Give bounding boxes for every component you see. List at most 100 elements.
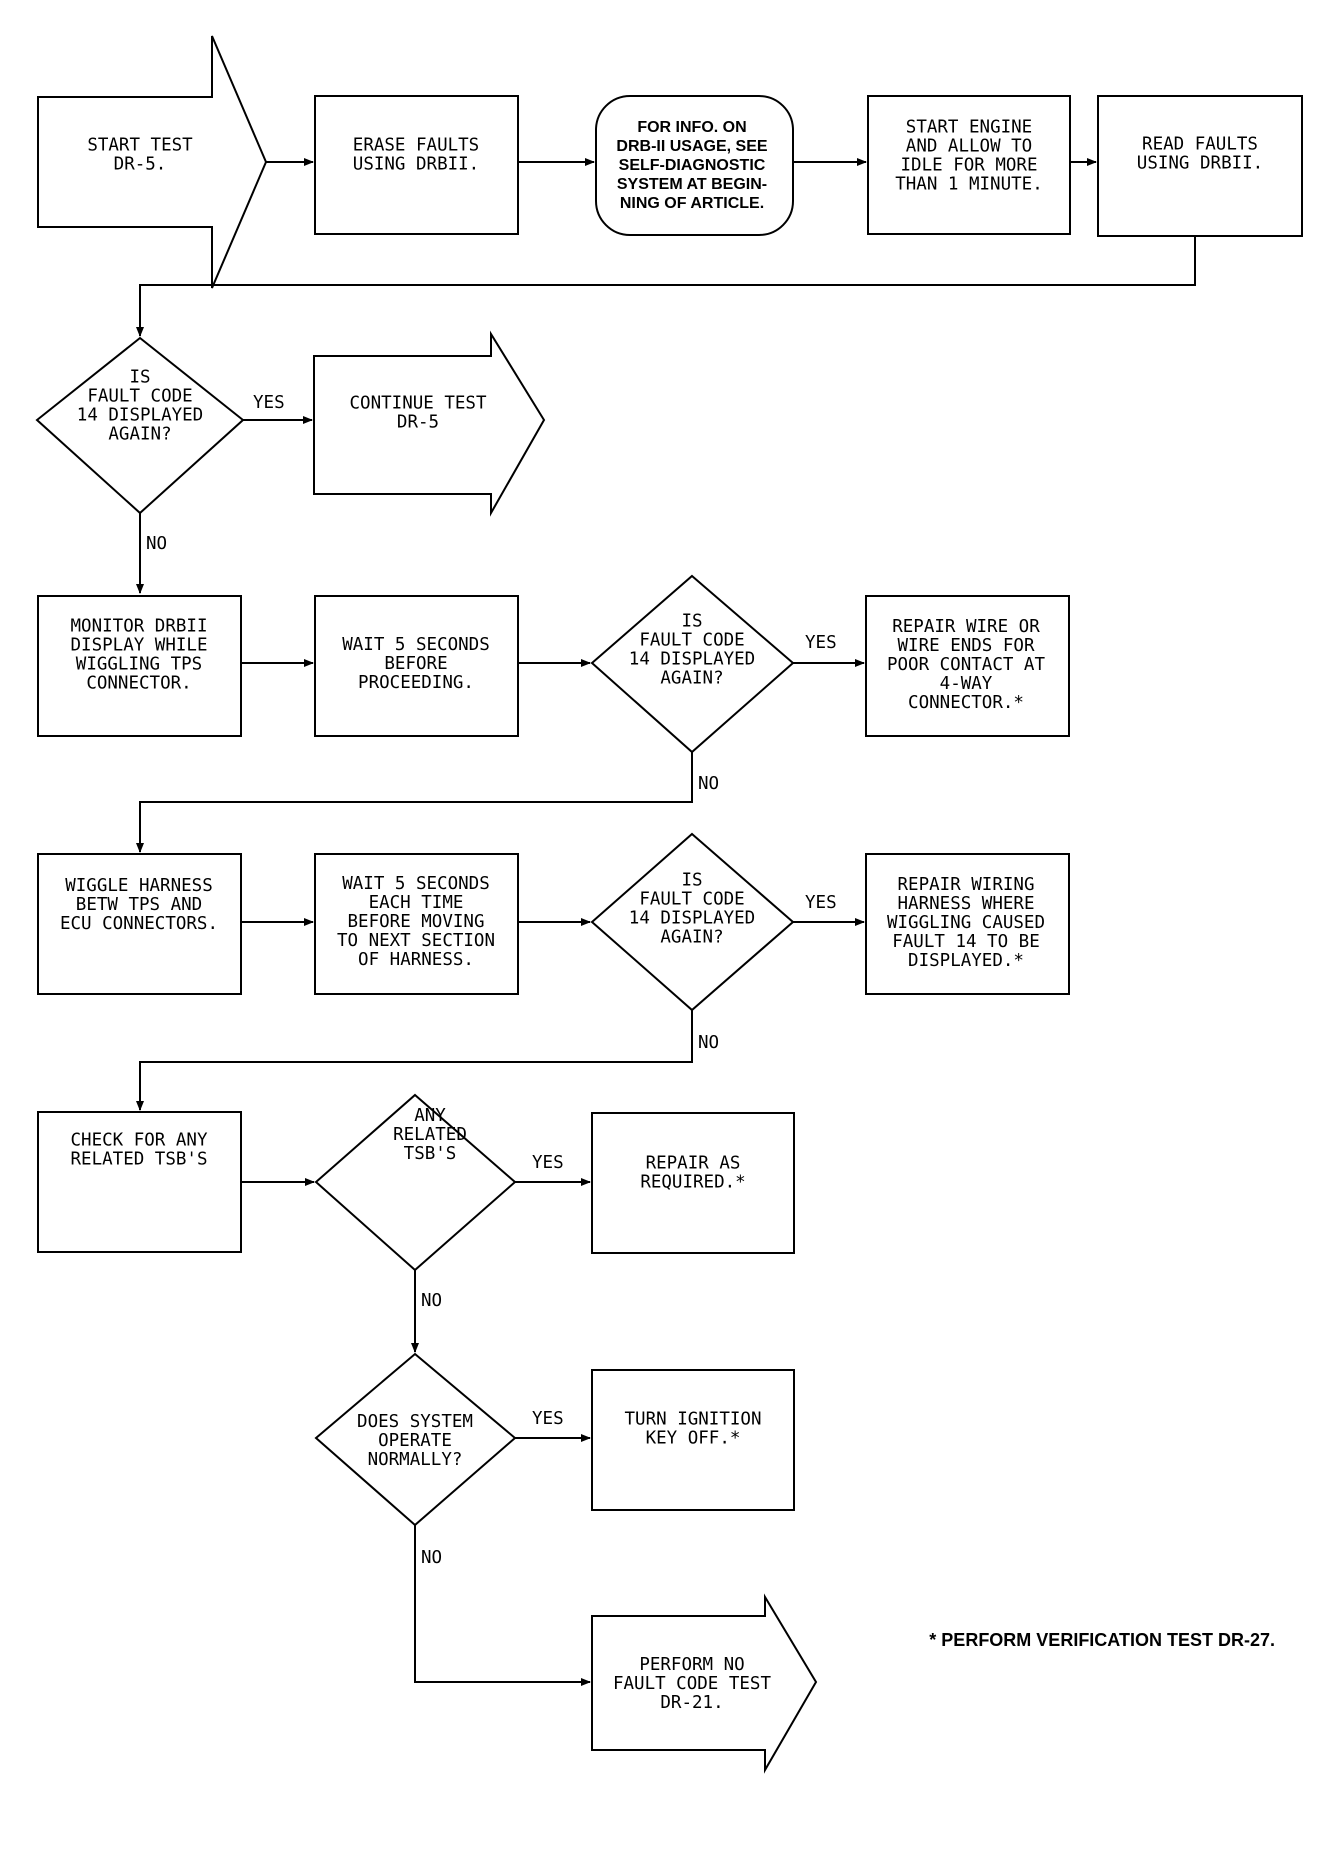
label-line: READ FAULTS: [1142, 135, 1258, 155]
label-line: FAULT CODE: [639, 890, 744, 910]
label-line: DR-5: [397, 413, 439, 433]
label-line: START TEST: [87, 136, 193, 156]
label-line: EACH TIME: [369, 893, 464, 913]
label-line: SELF-DIAGNOSTIC: [619, 157, 766, 174]
label-line: CONNECTOR.*: [908, 693, 1024, 713]
edge-decision2-no: [136, 752, 693, 853]
label-line: BEFORE MOVING: [348, 912, 485, 932]
label-line: USING DRBII.: [353, 155, 479, 175]
label-line: START ENGINE: [906, 118, 1032, 138]
label-line: DR-21.: [660, 1693, 723, 1713]
label-line: PROCEEDING.: [358, 673, 474, 693]
label-line: PERFORM NO: [639, 1655, 744, 1675]
label-line: ANY: [414, 1106, 446, 1126]
label-yes-decision1: YES: [253, 393, 285, 413]
label-line: NING OF ARTICLE.: [620, 195, 764, 212]
label-line: WAIT 5 SECONDS: [342, 874, 490, 894]
label-line: DISPLAY WHILE: [71, 636, 208, 656]
label-line: AGAIN?: [108, 425, 171, 445]
label-no-normal: NO: [421, 1548, 442, 1568]
label-yes-decision2: YES: [805, 633, 837, 653]
label-line: DR-5.: [114, 155, 167, 175]
label-no-decision1: NO: [146, 534, 167, 554]
label-line: DOES SYSTEM: [357, 1412, 473, 1432]
label-line: THAN 1 MINUTE.: [895, 175, 1043, 195]
label-line: MONITOR DRBII: [71, 617, 208, 637]
label-line: CONTINUE TEST: [350, 394, 487, 414]
label-line: FAULT CODE: [87, 387, 192, 407]
label-line: TSB'S: [404, 1144, 457, 1164]
label-line: WIRE ENDS FOR: [898, 636, 1035, 656]
label-yes-decision3: YES: [805, 893, 837, 913]
connectors: [136, 158, 1196, 1686]
label-line: WIGGLING TPS: [76, 655, 202, 675]
label-line: TURN IGNITION: [625, 1410, 762, 1430]
label-line: OF HARNESS.: [358, 950, 474, 970]
label-line: CONNECTOR.: [86, 674, 191, 694]
label-line: POOR CONTACT AT: [887, 655, 1046, 675]
label-line: RELATED: [393, 1125, 467, 1145]
label-line: 14 DISPLAYED: [77, 406, 203, 426]
label-line: DISPLAYED.*: [908, 951, 1024, 971]
label-line: IS: [129, 368, 150, 388]
edge-decision3-no: [136, 1010, 693, 1111]
label-line: KEY OFF.*: [646, 1429, 741, 1449]
label-line: 14 DISPLAYED: [629, 650, 755, 670]
label-line: WAIT 5 SECONDS: [342, 635, 490, 655]
label-line: WIGGLE HARNESS: [65, 876, 213, 896]
edge-normal-no: [414, 1525, 591, 1686]
label-line: IS: [681, 612, 702, 632]
label-line: USING DRBII.: [1137, 154, 1263, 174]
label-line: DRB-II USAGE, SEE: [616, 138, 767, 155]
label-line: HARNESS WHERE: [898, 894, 1035, 914]
label-line: SYSTEM AT BEGIN-: [617, 176, 767, 193]
edge-labels: YES NO YES NO YES NO YES NO YES NO: [146, 393, 837, 1568]
label-line: IS: [681, 871, 702, 891]
label-line: BEFORE: [384, 654, 447, 674]
label-yes-normal: YES: [532, 1409, 564, 1429]
label-line: TO NEXT SECTION: [337, 931, 495, 951]
label-line: FAULT 14 TO BE: [892, 932, 1040, 952]
label-line: REPAIR WIRING: [898, 875, 1035, 895]
label-no-decision2: NO: [698, 774, 719, 794]
label-no-decision3: NO: [698, 1033, 719, 1053]
label-line: AND ALLOW TO: [906, 137, 1032, 157]
label-line: ERASE FAULTS: [353, 136, 479, 156]
label-line: REPAIR WIRE OR: [892, 617, 1040, 637]
label-line: 4-WAY: [940, 674, 993, 694]
label-no-tsb: NO: [421, 1291, 442, 1311]
